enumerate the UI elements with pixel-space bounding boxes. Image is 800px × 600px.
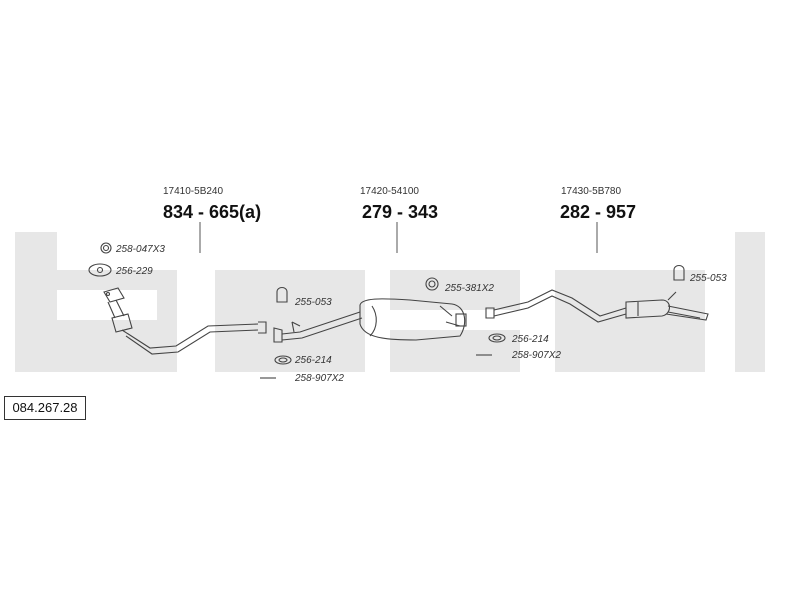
part-label-hanger-front: 255-053 xyxy=(294,297,332,308)
part-label-flange-gasket: 256-229 xyxy=(115,266,153,277)
center-silencer-section xyxy=(273,298,467,343)
small-parts-symbols xyxy=(88,242,685,379)
front-pipe xyxy=(103,287,267,355)
part-code-front: 834 - 665(a) xyxy=(163,202,261,222)
oem-number-front: 17410-5B240 xyxy=(163,186,223,197)
brand-watermark xyxy=(15,232,765,372)
reference-number: 084.267.28 xyxy=(4,396,86,420)
part-label-clamp-rear: 258-907X2 xyxy=(511,350,561,361)
part-label-gasket-front: 258-047X3 xyxy=(115,244,165,255)
oem-number-middle: 17420-54100 xyxy=(360,186,419,197)
part-label-clamp-front: 258-907X2 xyxy=(294,373,344,384)
part-label-hanger-rear: 255-053 xyxy=(689,273,727,284)
part-label-ring-rear: 256-214 xyxy=(511,334,549,345)
part-code-rear: 282 - 957 xyxy=(560,202,636,222)
rear-pipe-section xyxy=(485,289,709,323)
oem-number-rear: 17430-5B780 xyxy=(561,186,621,197)
part-label-ring-front: 256-214 xyxy=(294,355,332,366)
part-code-middle: 279 - 343 xyxy=(362,202,438,222)
part-label-mount-middle: 255-381X2 xyxy=(444,283,494,294)
